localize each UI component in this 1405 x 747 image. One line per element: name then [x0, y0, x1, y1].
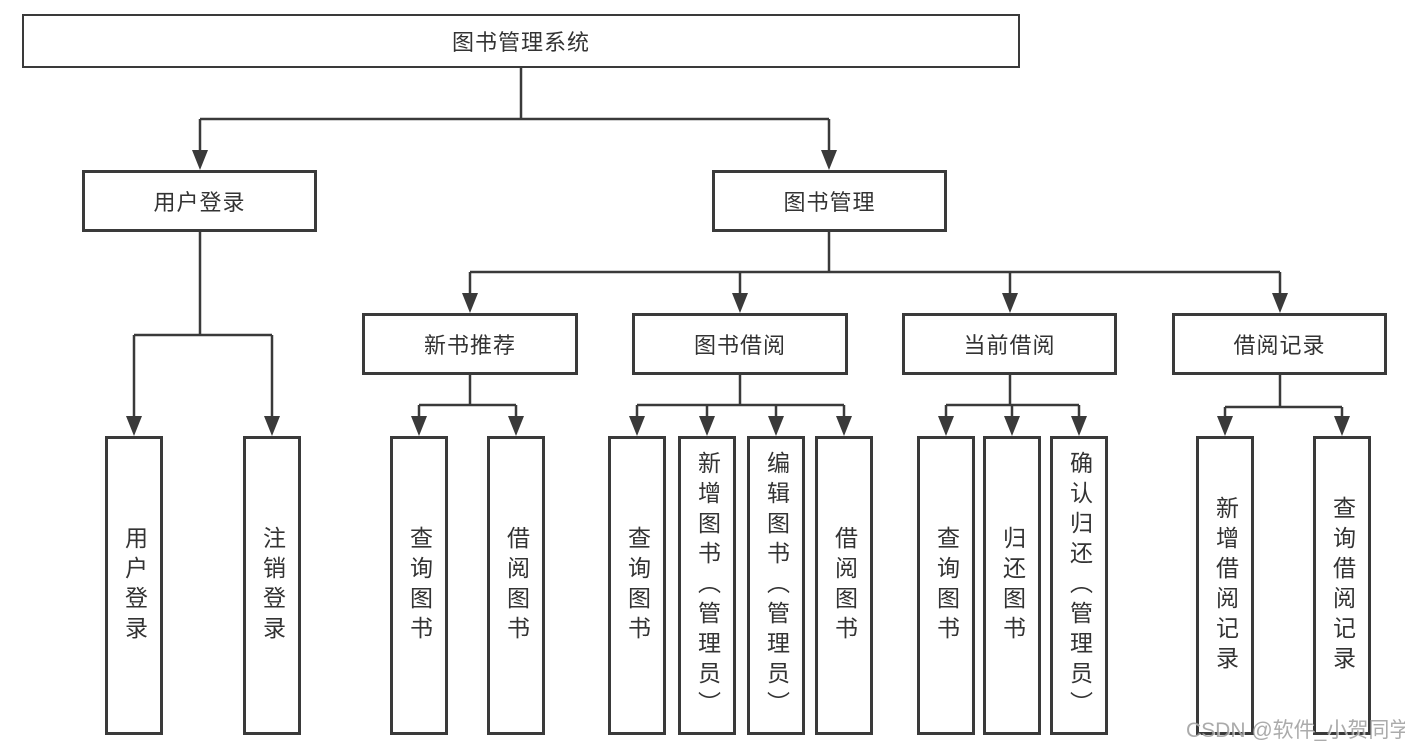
- leaf-user-login-label: 用户登录: [121, 525, 148, 646]
- node-borrowing-records-label: 借阅记录: [1233, 333, 1326, 358]
- leaf-query-books-recommend-label: 查询图书: [406, 525, 433, 646]
- leaf-query-books-borrowing-label: 查询图书: [624, 525, 651, 646]
- leaf-borrow-books-recommend: 借阅图书: [487, 436, 545, 735]
- leaf-add-book-admin-label: 新增图书（管理员）: [694, 450, 721, 721]
- node-book-borrowing: 图书借阅: [632, 313, 848, 375]
- leaf-logout-label: 注销登录: [259, 525, 286, 646]
- node-user-login-label: 用户登录: [153, 190, 246, 215]
- leaf-add-book-admin: 新增图书（管理员）: [678, 436, 736, 735]
- node-current-borrowing-label: 当前借阅: [963, 333, 1056, 358]
- leaf-borrow-books-recommend-label: 借阅图书: [503, 525, 530, 646]
- leaf-edit-book-admin-label: 编辑图书（管理员）: [763, 450, 790, 721]
- leaf-confirm-return-admin: 确认归还（管理员）: [1050, 436, 1108, 735]
- node-book-management: 图书管理: [712, 170, 947, 232]
- leaf-query-books-current: 查询图书: [917, 436, 975, 735]
- arrowhead-icons: [126, 150, 1350, 436]
- node-book-management-label: 图书管理: [783, 190, 876, 215]
- node-root: 图书管理系统: [22, 14, 1020, 68]
- leaf-return-books-label: 归还图书: [999, 525, 1026, 646]
- leaf-query-books-recommend: 查询图书: [390, 436, 448, 735]
- leaf-add-borrow-record: 新增借阅记录: [1196, 436, 1254, 735]
- node-user-login: 用户登录: [82, 170, 317, 232]
- leaf-query-books-current-label: 查询图书: [933, 525, 960, 646]
- node-current-borrowing: 当前借阅: [902, 313, 1117, 375]
- leaf-query-borrow-record: 查询借阅记录: [1313, 436, 1371, 735]
- node-new-book-recommendation-label: 新书推荐: [423, 333, 516, 358]
- node-new-book-recommendation: 新书推荐: [362, 313, 578, 375]
- leaf-logout: 注销登录: [243, 436, 301, 735]
- leaf-return-books: 归还图书: [983, 436, 1041, 735]
- leaf-borrow-books-borrowing-label: 借阅图书: [831, 525, 858, 646]
- leaf-edit-book-admin: 编辑图书（管理员）: [747, 436, 805, 735]
- node-borrowing-records: 借阅记录: [1172, 313, 1387, 375]
- leaf-confirm-return-admin-label: 确认归还（管理员）: [1066, 450, 1093, 721]
- leaf-borrow-books-borrowing: 借阅图书: [815, 436, 873, 735]
- node-root-label: 图书管理系统: [451, 30, 590, 55]
- leaf-add-borrow-record-label: 新增借阅记录: [1212, 495, 1239, 676]
- connector-lines: [132, 68, 1344, 417]
- leaf-user-login: 用户登录: [105, 436, 163, 735]
- leaf-query-books-borrowing: 查询图书: [608, 436, 666, 735]
- node-book-borrowing-label: 图书借阅: [693, 333, 786, 358]
- leaf-query-borrow-record-label: 查询借阅记录: [1329, 495, 1356, 676]
- watermark: CSDN @软件_小贺同学: [1186, 719, 1405, 742]
